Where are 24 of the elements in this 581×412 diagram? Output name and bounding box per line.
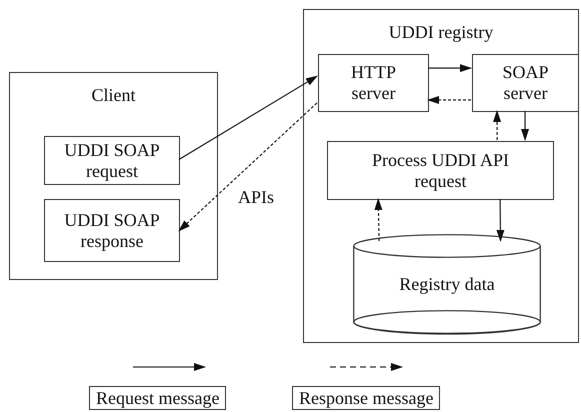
group-title: UDDI registry: [388, 22, 494, 43]
arrow: [496, 199, 504, 242]
process-box: [472, 54, 579, 112]
node-label: HTTP server: [350, 62, 397, 104]
arrow: [178, 76, 318, 160]
arrow: [178, 102, 318, 232]
node-label: UDDI SOAP request: [63, 140, 161, 182]
process-box: [318, 54, 429, 112]
arrow: [521, 111, 530, 141]
arrow: [427, 96, 471, 104]
group-box: [9, 72, 218, 280]
node-label: Process UDDI API request: [371, 150, 510, 192]
legend-label: Request message: [89, 386, 226, 410]
arrow: [428, 64, 472, 72]
process-box: [44, 199, 180, 262]
process-box: [44, 136, 180, 185]
arrow: [493, 110, 502, 140]
legend-label: Response message: [292, 386, 440, 410]
process-box: [327, 141, 554, 200]
node-label: SOAP server: [501, 62, 550, 104]
arrow: [374, 198, 382, 242]
group-title: Client: [90, 85, 136, 106]
api-label: APIs: [238, 188, 274, 206]
node-label: UDDI SOAP response: [63, 210, 161, 252]
